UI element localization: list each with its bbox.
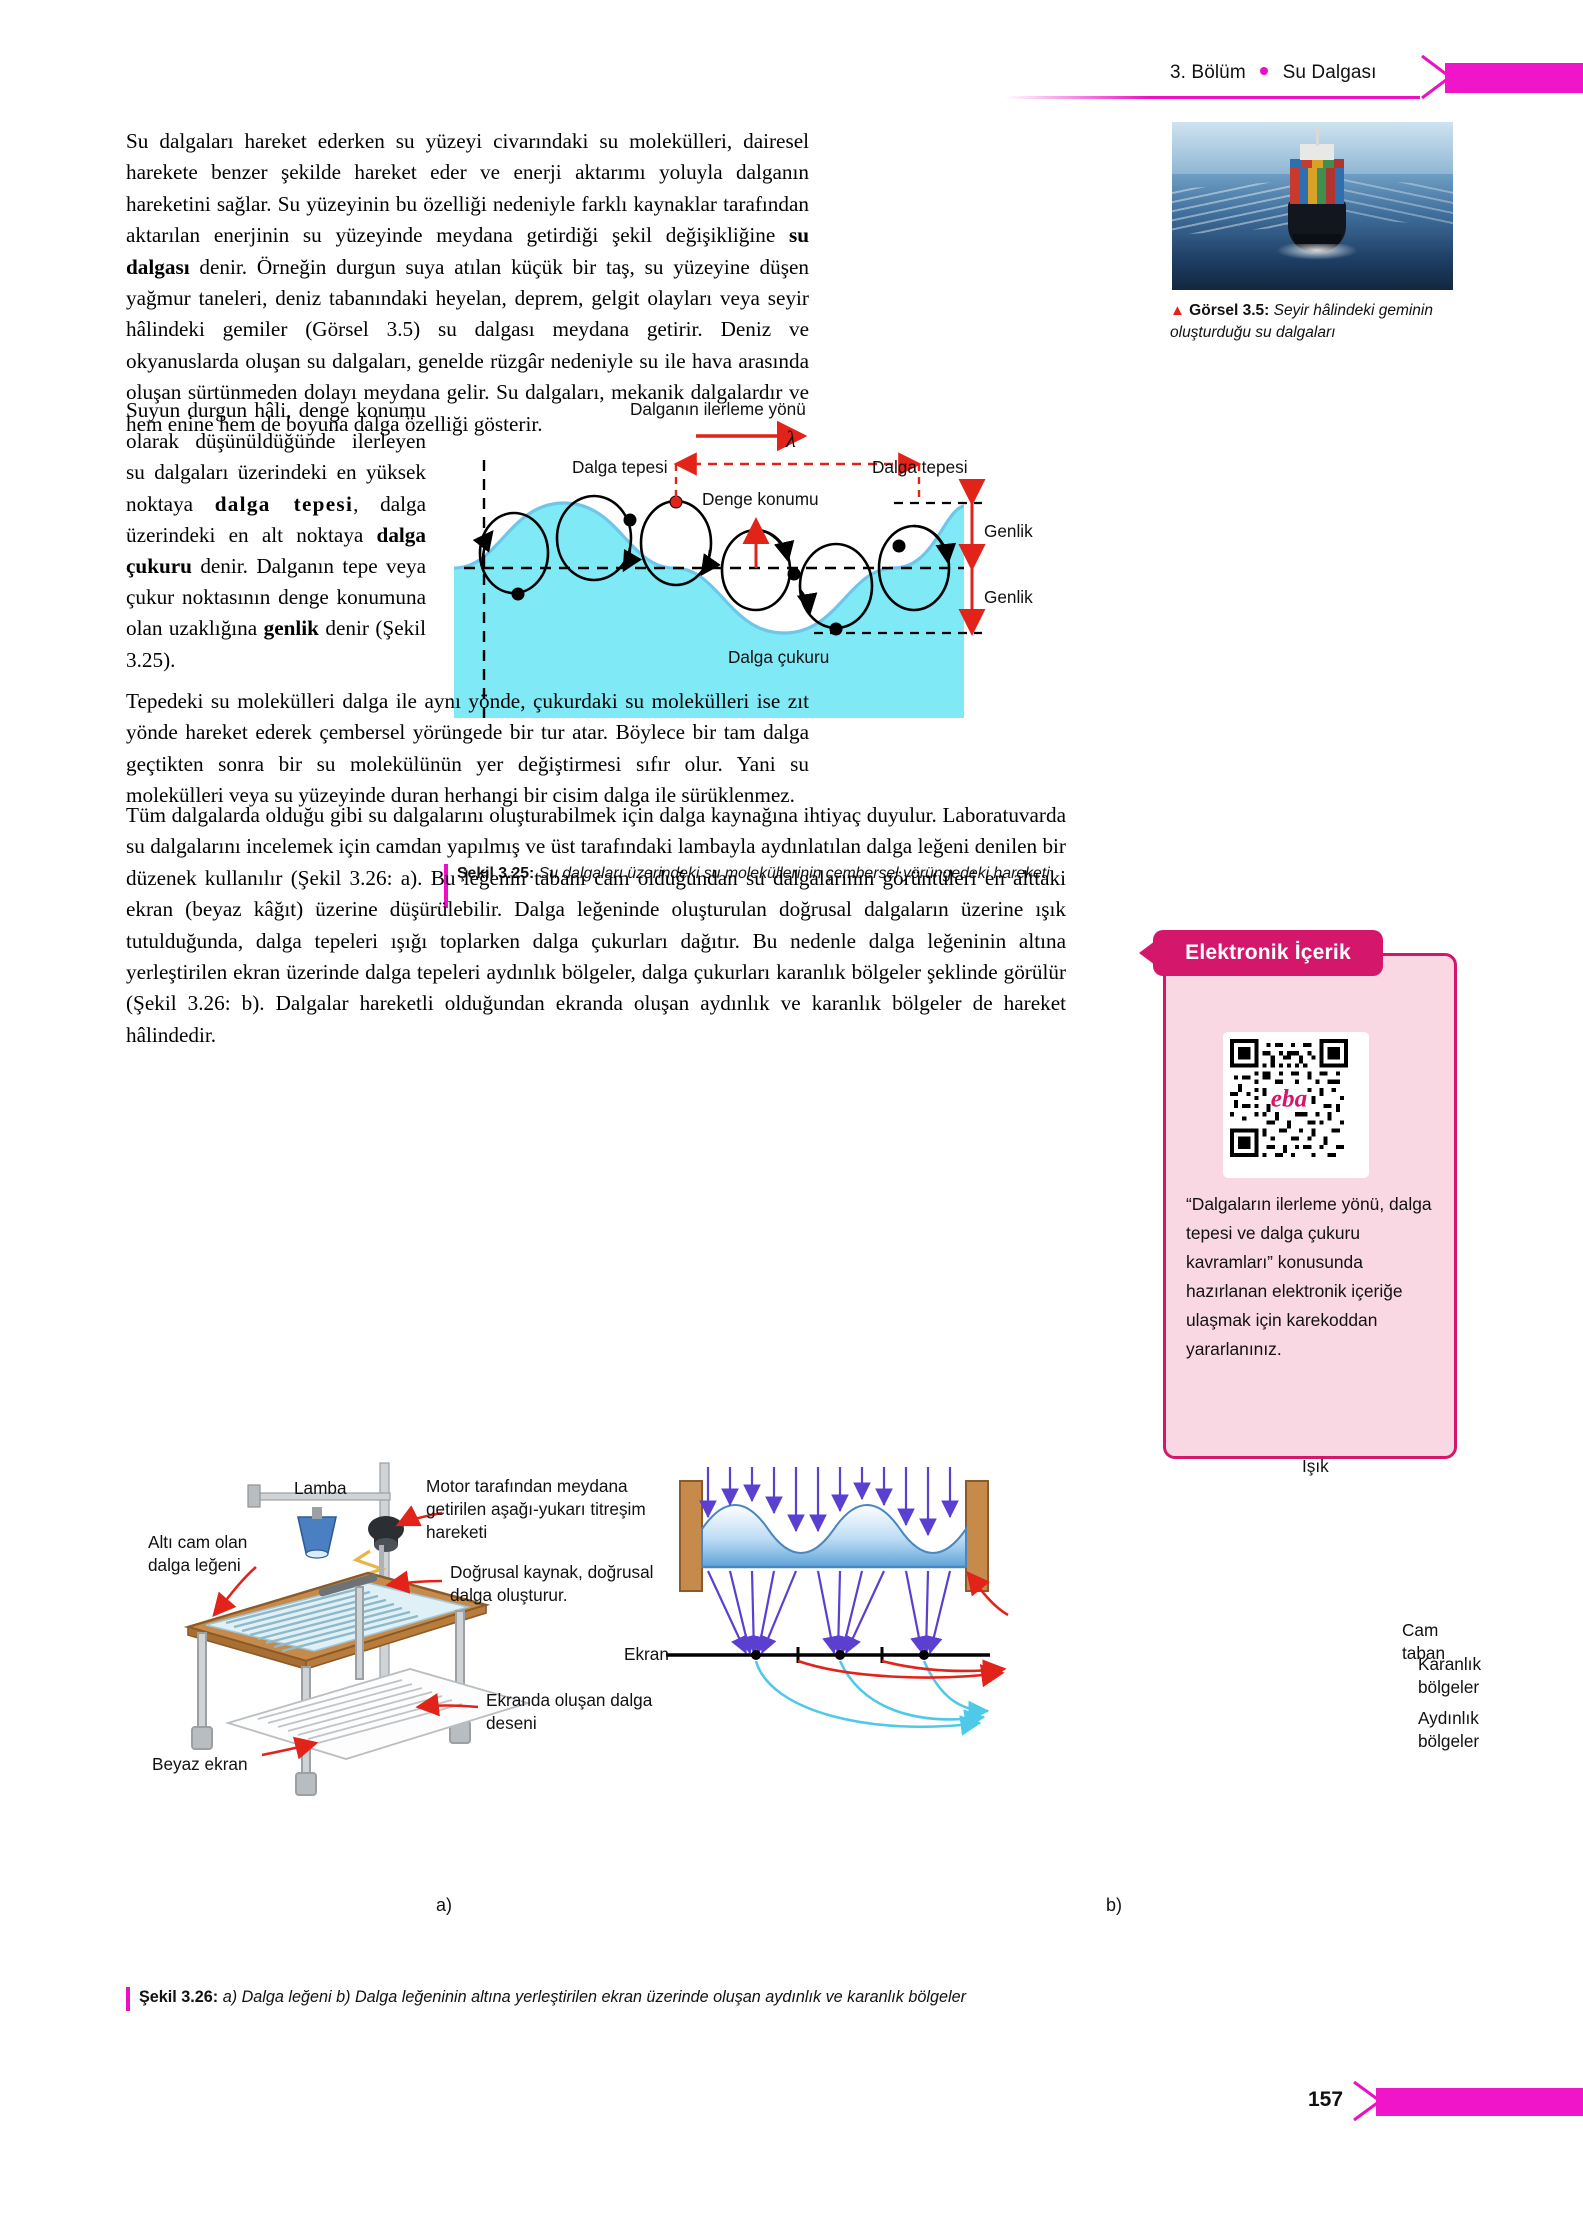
qr-code-icon[interactable]: eba: [1223, 1032, 1369, 1178]
label-trough: Dalga çukuru: [728, 647, 830, 667]
leader-motor: [395, 1505, 443, 1527]
col-text-1: Suyun durgun hâli, denge konumu olarak d…: [126, 398, 426, 516]
eba-logo-text: eba: [1271, 1086, 1307, 1113]
label-screen-b: Ekran: [624, 1644, 669, 1664]
figure-326-apparatus: Lamba Motor tarafından meydana getirilen…: [130, 1455, 1481, 1855]
intro-text-2: denir. Örneğin durgun suya atılan küçük …: [126, 254, 809, 436]
leader-glass: [966, 1570, 1009, 1617]
col-text-3: denir. Dalganın tepe veya çukur noktasın…: [126, 554, 426, 641]
photo-bridge: [1300, 144, 1334, 160]
electronic-content-body: “Dalgaların ilerleme yönü, dalga tepesi …: [1186, 1194, 1432, 1359]
bullet-icon: [1260, 67, 1269, 76]
water-profile: [701, 1504, 967, 1568]
subfigure-label-b: b): [1106, 1895, 1123, 1915]
page-header: 3. Bölüm Su Dalgası: [0, 50, 1583, 106]
header-breadcrumb: 3. Bölüm Su Dalgası: [1170, 62, 1377, 84]
paragraph-left-column: Suyun durgun hâli, denge konumu olarak d…: [126, 395, 426, 676]
triangle-up-icon: ▲: [1170, 302, 1185, 319]
label-crest-left: Dalga tepesi: [572, 457, 668, 477]
subfigure-label-a: a): [436, 1895, 453, 1915]
label-equilibrium: Denge konumu: [702, 489, 819, 509]
photo-caption: ▲ Görsel 3.5: Seyir hâlindeki geminin ol…: [1170, 300, 1460, 344]
apparatus-a: [183, 1462, 532, 1796]
col-text-2: , dalga üzerindeki en alt noktaya: [126, 491, 426, 547]
label-light: Işık: [1302, 1456, 1329, 1476]
figure-325-caption-label: Şekil 3.25:: [457, 865, 535, 882]
photo-caption-label: Görsel 3.5:: [1189, 302, 1270, 319]
photo-caption-text: Seyir hâlindeki geminin oluşturduğu su d…: [1170, 302, 1433, 341]
ship-photo: [1172, 122, 1453, 290]
label-wavelength: λ: [786, 427, 796, 452]
label-bright-regions: Aydınlık bölgeler: [1418, 1708, 1480, 1751]
figure-325-caption-text: Su dalgaları üzerindeki su moleküllerini…: [534, 865, 1050, 882]
figure-326-caption: Şekil 3.26: a) Dalga leğeni b) Dalga leğ…: [126, 1986, 1459, 2011]
electronic-content-title: Elektronik İçerik: [1139, 930, 1383, 976]
label-pattern: Ekranda oluşan dalga deseni: [486, 1690, 653, 1733]
label-screen-a: Beyaz ekran: [152, 1754, 248, 1774]
header-chapter: 3. Bölüm: [1170, 62, 1246, 83]
photo-mast: [1316, 128, 1319, 146]
term-dalga-cukuru: dalga çukuru: [126, 522, 426, 579]
crest-point-left: [670, 496, 682, 508]
figure-326-caption-text: a) Dalga leğeni b) Dalga leğeninin altın…: [218, 1988, 966, 2006]
apparatus-b: [666, 1467, 1009, 1736]
label-lamba: Lamba: [294, 1478, 347, 1498]
photo-ship-hull: [1288, 200, 1346, 252]
label-glass: Cam taban: [1402, 1620, 1446, 1663]
label-direction: Dalganın ilerleme yönü: [630, 399, 806, 419]
dark-region-ticks: [796, 1647, 884, 1663]
term-genlik: genlik: [263, 616, 319, 641]
leader-basin: [212, 1566, 257, 1617]
page-number: 157: [1308, 2088, 1344, 2111]
footer-accent-bar: [1376, 2088, 1583, 2116]
header-accent-bar: [1445, 63, 1583, 93]
label-motor: Motor tarafından meydana getirilen aşağı…: [426, 1476, 646, 1542]
tank-wall-left: [679, 1480, 703, 1592]
label-amplitude-bottom: Genlik: [984, 587, 1033, 607]
term-su-dalgasi: su dalgası: [126, 223, 809, 279]
term-dalga-tepesi: dalga tepesi: [214, 491, 354, 516]
lamp-shade: [297, 1516, 337, 1554]
intro-text-1: Su dalgaları hareket ederken su yüzeyi c…: [126, 129, 809, 248]
paragraph-intro: Su dalgaları hareket ederken su yüzeyi c…: [126, 126, 809, 440]
basin-glass: [205, 1582, 472, 1652]
photo-containers: [1290, 159, 1344, 204]
figure-326-caption-label: Şekil 3.26:: [139, 1988, 219, 2006]
header-section: Su Dalgası: [1282, 62, 1377, 83]
label-dark-regions: Karanlık bölgeler: [1418, 1654, 1482, 1697]
bright-spots: [751, 1650, 929, 1660]
figure-325-wave-diagram: Dalganın ilerleme yönü λ Dalga tepesi De…: [444, 398, 1064, 838]
leader-screen: [261, 1736, 319, 1760]
col-text-4: denir (Şekil 3.25).: [126, 616, 426, 672]
bright-leaders: [754, 1660, 990, 1736]
water-surface-line: [454, 501, 964, 635]
label-amplitude-top: Genlik: [984, 521, 1033, 541]
photo-bow-foam: [1276, 244, 1358, 260]
header-rule: [1005, 96, 1420, 99]
leader-pattern: [415, 1693, 479, 1717]
label-basin: Altı cam olan dalga leğeni: [148, 1532, 248, 1575]
label-source: Doğrusal kaynak, doğrusal dalga oluşturu…: [450, 1562, 654, 1605]
label-crest-right: Dalga tepesi: [872, 457, 968, 477]
figure-325-caption: Şekil 3.25: Su dalgaları üzerindeki su m…: [444, 862, 1097, 908]
linear-source: [318, 1573, 378, 1597]
light-rays: [699, 1467, 959, 1537]
converging-rays: [707, 1570, 952, 1655]
dark-leaders: [797, 1659, 1007, 1688]
water-fill: [454, 503, 964, 718]
paragraph-middle: Tepedeki su molekülleri dalga ile aynı y…: [126, 689, 809, 808]
leader-source: [385, 1570, 443, 1594]
paragraph-tum-dalgalarda: Tüm dalgalarda olduğu gibi su dalgaların…: [126, 803, 1066, 1047]
